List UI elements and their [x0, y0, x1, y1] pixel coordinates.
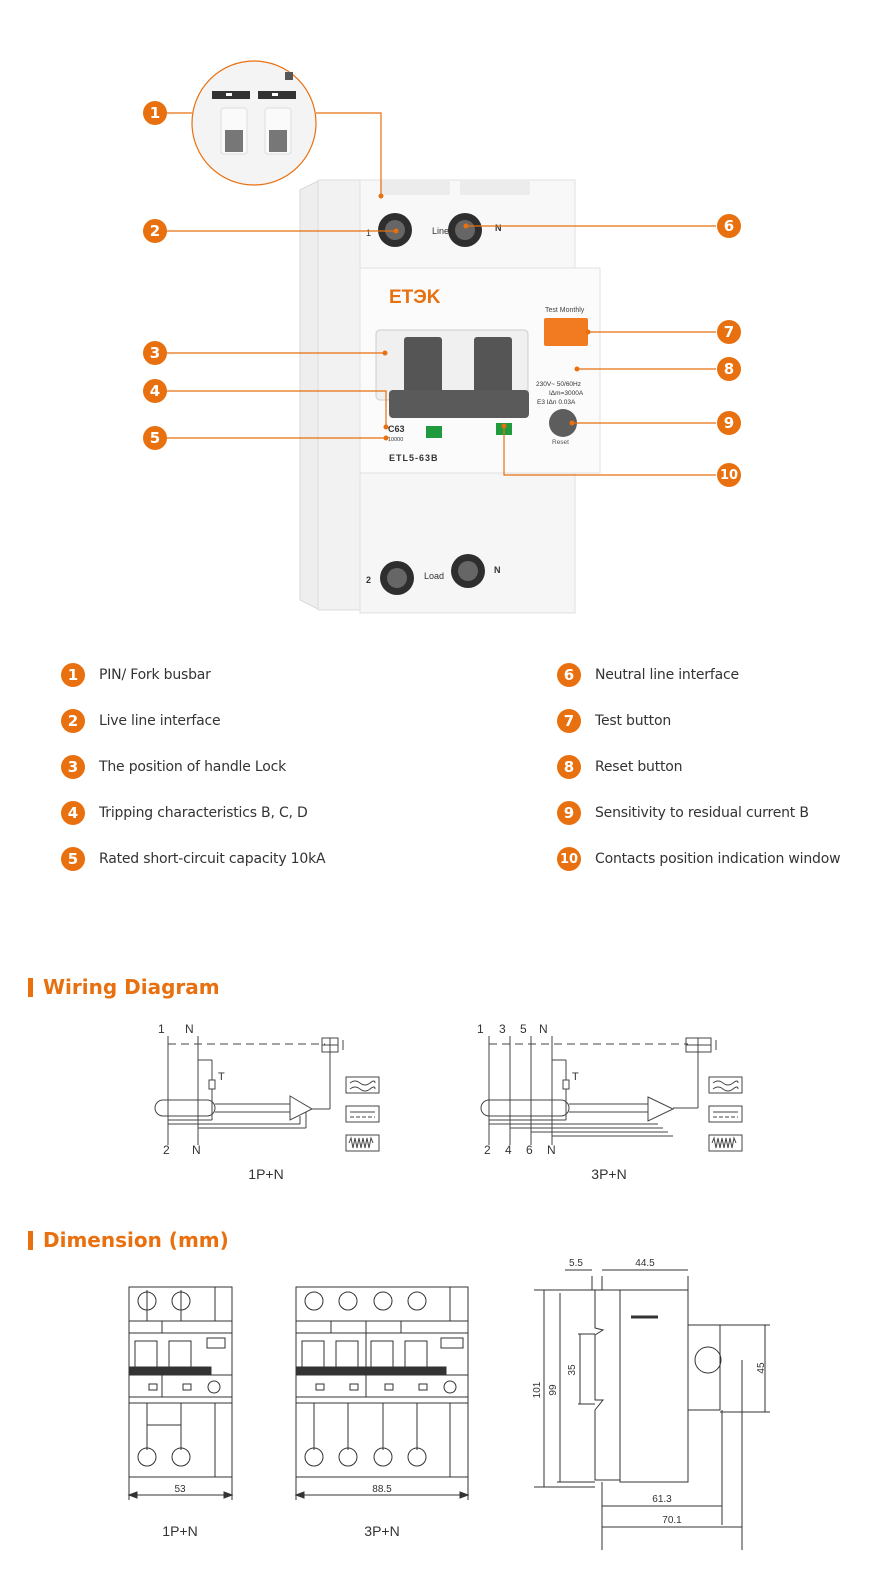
- terminal-label: 4: [505, 1143, 512, 1155]
- dimension-value: 44.5: [635, 1258, 655, 1269]
- legend-item: 4 Tripping characteristics B, C, D: [61, 801, 308, 825]
- line-label: Line: [432, 226, 449, 236]
- product-illustration: ETЭK Line 1 N Load 2 N Test Monthly 230V…: [166, 60, 716, 614]
- legend-item: 2 Live line interface: [61, 709, 221, 733]
- wiring-caption: 3P+N: [591, 1166, 627, 1182]
- legend-number: 2: [61, 709, 85, 733]
- test-monthly-label: Test Monthly: [545, 307, 585, 314]
- dimension-value: 70.1: [662, 1515, 682, 1526]
- terminal-label: N: [494, 565, 501, 575]
- heading-text: Dimension (mm): [43, 1228, 229, 1252]
- legend-label: Contacts position indication window: [595, 851, 841, 867]
- legend-item: 3 The position of handle Lock: [61, 755, 286, 779]
- heading-accent-bar: [28, 1230, 33, 1250]
- terminal-label: N: [495, 223, 502, 233]
- dimension-value: 5.5: [569, 1258, 583, 1269]
- legend-label: Rated short-circuit capacity 10kA: [99, 851, 326, 867]
- legend-number: 9: [557, 801, 581, 825]
- terminal-label: N: [192, 1143, 201, 1155]
- legend-number: 3: [61, 755, 85, 779]
- callout-badge-8: 8: [717, 357, 741, 381]
- dimension-caption: 3P+N: [364, 1523, 400, 1539]
- callout-badge-1: 1: [143, 101, 167, 125]
- legend-number: 8: [557, 755, 581, 779]
- terminal-label: 2: [366, 575, 371, 585]
- callout-badge-9: 9: [717, 411, 741, 435]
- legend-number: 1: [61, 663, 85, 687]
- legend-item: 1 PIN/ Fork busbar: [61, 663, 211, 687]
- brand-logo: ETЭK: [389, 287, 441, 308]
- legend-label: Sensitivity to residual current B: [595, 805, 809, 821]
- callout-badge-2: 2: [143, 219, 167, 243]
- dimension-value: 45: [756, 1362, 767, 1374]
- legend-item: 5 Rated short-circuit capacity 10kA: [61, 847, 326, 871]
- callout-badge-10: 10: [717, 463, 741, 487]
- legend-label: Live line interface: [99, 713, 221, 729]
- callout-badge-5: 5: [143, 426, 167, 450]
- wiring-diagram-1p-n: 1 N T 2 N: [154, 1022, 380, 1155]
- wiring-diagram-heading: Wiring Diagram: [28, 975, 220, 999]
- legend-number: 10: [557, 847, 581, 871]
- legend-label: PIN/ Fork busbar: [99, 667, 211, 683]
- terminal-label: 6: [526, 1143, 533, 1155]
- terminal-label: N: [547, 1143, 556, 1155]
- legend-item: 6 Neutral line interface: [557, 663, 739, 687]
- dimension-value: 35: [567, 1364, 578, 1376]
- side-view: 5.5 44.5 101 99 35 45 61.3 70.1: [532, 1258, 770, 1550]
- legend-number: 7: [557, 709, 581, 733]
- callout-badge-4: 4: [143, 379, 167, 403]
- callout-badge-6: 6: [717, 214, 741, 238]
- terminal-label: 5: [520, 1022, 527, 1036]
- terminal-label: 3: [499, 1022, 506, 1036]
- legend-number: 4: [61, 801, 85, 825]
- legend-number: 5: [61, 847, 85, 871]
- legend-label: Test button: [595, 713, 671, 729]
- breaker-body: [299, 179, 601, 614]
- legend-label: Neutral line interface: [595, 667, 739, 683]
- legend-number: 6: [557, 663, 581, 687]
- callout-dots: [378, 193, 591, 441]
- wiring-diagram-3p-n: 1 3 5 N T 2 4 6 N: [477, 1022, 743, 1155]
- reset-label: Reset: [552, 439, 569, 446]
- rating-text: E3 IΔn 0.03A: [537, 399, 576, 406]
- wiring-caption: 1P+N: [248, 1166, 284, 1182]
- terminal-label: N: [539, 1022, 548, 1036]
- terminal-label: 2: [163, 1143, 170, 1155]
- heading-text: Wiring Diagram: [43, 975, 220, 999]
- busbar-zoom-circle: [191, 60, 317, 186]
- dimension-value: 53: [174, 1484, 186, 1495]
- dimension-caption: 1P+N: [162, 1523, 198, 1539]
- front-view-1p-n: 53: [127, 1286, 234, 1500]
- terminal-label: N: [185, 1022, 194, 1036]
- legend-item: 8 Reset button: [557, 755, 683, 779]
- legend-label: Tripping characteristics B, C, D: [99, 805, 308, 821]
- capacity-label: 10000: [388, 437, 403, 443]
- test-label: T: [218, 1071, 225, 1083]
- front-view-3p-n: 88.5: [294, 1286, 470, 1500]
- terminal-label: 1: [366, 228, 371, 238]
- rating-text: 230V~ 50/60Hz: [536, 381, 581, 388]
- legend-item: 10 Contacts position indication window: [557, 847, 841, 871]
- terminal-label: 2: [484, 1143, 491, 1155]
- terminal-label: 1: [158, 1022, 165, 1036]
- dimension-heading: Dimension (mm): [28, 1228, 229, 1252]
- curve-label: C63: [388, 424, 405, 434]
- dimension-value: 101: [532, 1381, 543, 1398]
- test-label: T: [572, 1071, 579, 1083]
- terminal-label: 1: [477, 1022, 484, 1036]
- legend-item: 7 Test button: [557, 709, 671, 733]
- callout-badge-7: 7: [717, 320, 741, 344]
- legend-label: The position of handle Lock: [99, 759, 287, 775]
- callout-lines: [166, 112, 716, 476]
- load-label: Load: [424, 571, 444, 581]
- legend-item: 9 Sensitivity to residual current B: [557, 801, 809, 825]
- legend-label: Reset button: [595, 759, 683, 775]
- rating-text: IΔm=3000A: [549, 390, 584, 397]
- callout-badge-3: 3: [143, 341, 167, 365]
- model-label: ETL5-63B: [389, 453, 439, 463]
- dimension-value: 61.3: [652, 1494, 672, 1505]
- heading-accent-bar: [28, 977, 33, 997]
- dimension-value: 99: [548, 1384, 559, 1396]
- dimension-value: 88.5: [372, 1484, 392, 1495]
